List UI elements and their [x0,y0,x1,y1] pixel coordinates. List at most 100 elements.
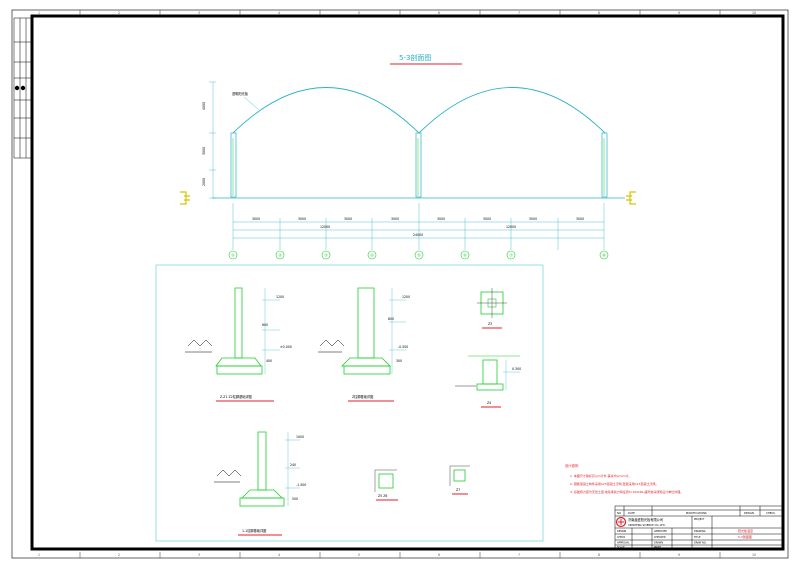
axis-bubble-2: ② [278,253,282,258]
svg-text:600: 600 [262,323,268,327]
detail-5: 0.300 Z4 [455,355,521,408]
bay-dim-4: 3000 [391,217,399,221]
total-dim: 24000 [413,233,423,237]
svg-text:0.300: 0.300 [512,367,521,371]
tb-mid-1: APPROVED [654,530,667,533]
zone-number-top-2: 2 [118,11,120,15]
tb-mid-3: DRAWN [654,542,663,545]
tb-right-4: DRAW NO. [694,542,707,545]
bay-dim-2: 3000 [298,217,306,221]
company-name-cn: 济南鑫盛阳光板有限公司 [628,517,663,522]
zone-number-top-1: 1 [38,11,40,15]
svg-text:1000: 1000 [296,435,304,439]
column-left [230,132,237,198]
height-dim-3: 2000 [202,178,206,186]
tb-mid-2: CHECKED [654,536,666,539]
edge-fixing-left [180,191,190,205]
svg-text:800: 800 [388,317,394,321]
inner-border [30,14,785,551]
bay-dim-6: 3000 [483,217,491,221]
detail-1: 1200 600 ±0.000 400 Z-Z1 Z2柱脚基础详图 [185,287,292,402]
zone-number-top-3: 3 [198,11,200,15]
edge-fixing-right [626,191,636,205]
half-dim-1: 12000 [320,225,330,229]
axis-bubble-1: ① [231,253,235,258]
height-dim-1: 4000 [202,102,206,110]
bay-dim-8: 3000 [576,217,584,221]
title-block [614,505,784,550]
roof-label: 透明阳光板 [232,91,249,96]
bay-dim-3: 3000 [344,217,352,221]
rev-mod: MODIFICATIONS [686,511,707,515]
axis-bubble-6: ⑥ [463,253,467,258]
detail-6: Z5 Z6 [374,469,398,501]
column-mid [415,132,422,198]
svg-text:400: 400 [266,359,272,363]
zone-ticks [79,10,721,558]
tb-mid-4: PRINT [654,546,662,549]
detail-7: Z7 [449,465,470,495]
zone-number-top-9: 9 [678,11,680,15]
notes-line-3: 3. 基础持力层为天然土层,地基承载力特征值f=100kPa,遇异常请通知设计单… [570,489,683,494]
roof-leader [243,96,260,111]
zone-number-bottom-9: 9 [678,553,680,557]
detail-2-caption: Z柱脚基础详图 [352,394,373,399]
svg-text:-1.500: -1.500 [296,483,306,487]
svg-text:±0.000: ±0.000 [280,345,292,349]
zone-number-bottom-10: 10 [752,553,756,557]
roof-arch-left [232,87,420,134]
details-panel [155,264,544,542]
zone-number-bottom-6: 6 [438,553,440,557]
zone-number-bottom-2: 2 [118,553,120,557]
notes-heading: 设计说明: [565,463,579,468]
axis-bubble-8: ⑧ [602,253,606,258]
rev-design: DESIGN [744,511,754,515]
svg-text:300: 300 [396,359,402,363]
zone-number-top-8: 8 [598,11,600,15]
axis-bubble-7: ⑦ [509,253,513,258]
svg-text:1200: 1200 [276,295,284,299]
tb-right-3: TITLE [694,536,701,539]
detail-1-caption: Z-Z1 Z2柱脚基础详图 [220,394,252,399]
zone-number-bottom-1: 1 [38,553,40,557]
bay-dim-5: 3000 [437,217,445,221]
axis-bubble-3: ③ [324,253,328,258]
company-logo [615,516,627,528]
design-notes: 设计说明: 1. 本图尺寸除标高以m计外,其余均以mm计。 2. 钢筋混凝土构件… [565,463,683,494]
axis-bubble-4: ④ [370,253,374,258]
svg-text:240: 240 [290,463,296,467]
half-dim-2: 12000 [506,225,516,229]
zone-number-bottom-5: 5 [358,553,360,557]
tb-right-1: PROJECT [694,518,705,521]
height-dim-2: 3000 [202,147,206,155]
rev-no: NO [617,511,621,515]
zone-number-bottom-8: 8 [598,553,600,557]
rev-date: DATE [628,511,635,515]
detail-7-caption: Z7 [456,488,460,492]
tb-drawing-value: 阳光板温室 [738,528,753,533]
detail-5-caption: Z4 [487,401,491,405]
binding-hole-1 [14,85,20,91]
bay-dim-7: 3000 [529,217,537,221]
zone-number-top-4: 4 [278,11,280,15]
notes-line-1: 1. 本图尺寸除标高以m计外,其余均以mm计。 [570,473,632,478]
bay-dim-1: 3000 [252,217,260,221]
zone-number-bottom-3: 3 [198,553,200,557]
section-drawing: 5-3剖面图 透明阳光板 4000 3000 [180,53,636,260]
detail-4-caption: Z3 [488,322,492,326]
zone-number-top-6: 6 [438,11,440,15]
zone-number-bottom-7: 7 [518,553,520,557]
tb-right-2: DRAWING [694,530,706,533]
company-name-en: XINSHENG SCIENCE CO.,LTD. [628,523,666,527]
tb-left-1: DESIGN [617,530,626,533]
section-title: 5-3剖面图 [399,53,431,62]
zone-number-top-5: 5 [358,11,360,15]
zone-number-top-7: 7 [518,11,520,15]
tb-title-value: 5-3剖面图 [738,534,752,539]
zone-number-bottom-4: 4 [278,553,280,557]
outer-frame [11,9,789,559]
svg-text:1200: 1200 [402,295,410,299]
